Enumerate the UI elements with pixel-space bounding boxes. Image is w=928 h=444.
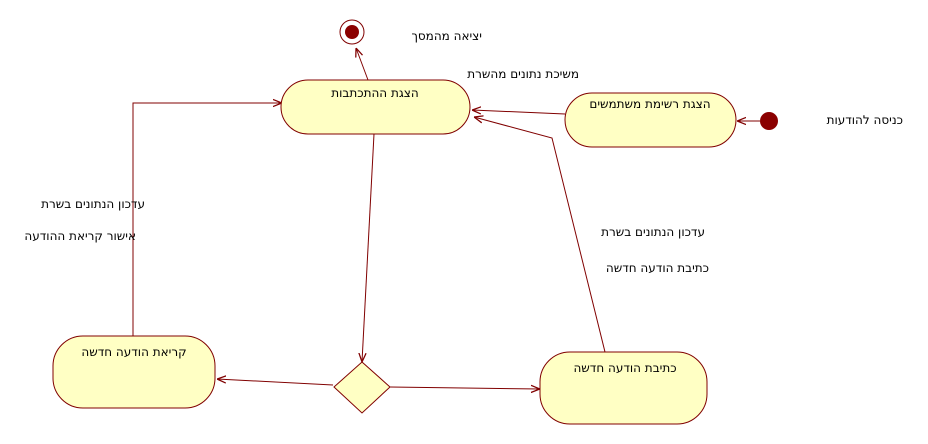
edge-write-to-conversation — [474, 117, 606, 353]
exit-note: יציאה מהמסך — [411, 29, 482, 43]
update-server-right-label: עדכון הנתונים בשרת — [601, 225, 705, 239]
initial-node — [760, 112, 778, 130]
state-label: כתיבת הודעה חדשה — [573, 361, 676, 375]
edge-conversation-to-decision — [362, 133, 375, 362]
entry-note: כניסה להודעות — [827, 113, 903, 127]
confirm-read-label: אישור קריאת ההודעה — [24, 229, 136, 243]
edge-read-to-conversation — [132, 103, 282, 336]
decision-node — [333, 361, 391, 414]
update-server-left-label: עדכון הנתונים בשרת — [41, 197, 145, 211]
state-write-new: כתיבת הודעה חדשה — [539, 351, 708, 425]
edges — [132, 48, 760, 389]
state-read-new: קריאת הודעה חדשה — [52, 335, 216, 409]
final-node — [339, 19, 365, 45]
edge-conversation-to-exit — [356, 48, 369, 81]
state-show-user-list: הצגת רשימת משתמשים — [564, 92, 737, 148]
edge-userlist-to-conversation — [472, 110, 566, 114]
state-label: הצגת רשימת משתמשים — [589, 97, 710, 111]
write-new-right-label: כתיבת הודעה חדשה — [606, 261, 709, 275]
state-label: קריאת הודעה חדשה — [81, 345, 186, 359]
edge-decision-to-write — [389, 387, 540, 389]
state-show-conversation: הצגת ההתכתבות — [280, 79, 471, 135]
edge-decision-to-read — [217, 379, 334, 386]
fetch-from-server-label: משיכת נתונים מהשרת — [467, 67, 579, 81]
state-label: הצגת ההתכתבות — [331, 86, 419, 100]
